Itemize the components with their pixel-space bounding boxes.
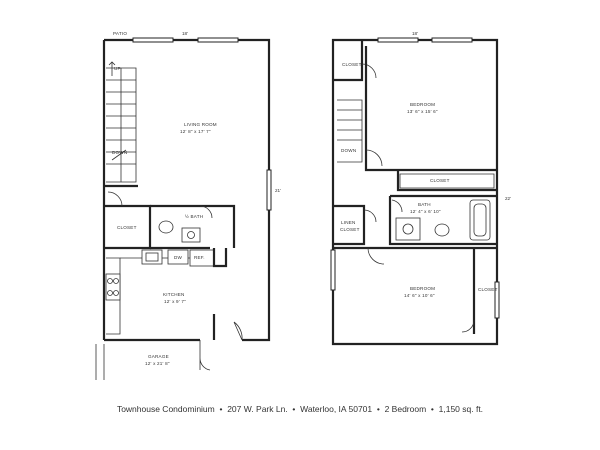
- dishwasher-fixture: [167, 249, 189, 265]
- first-floor-width-dim: 18': [182, 31, 188, 36]
- dishwasher-label: DW: [174, 255, 183, 260]
- bath-walls: [388, 194, 497, 246]
- garage-door-arc: [233, 321, 243, 341]
- stove-fixture: [105, 273, 121, 301]
- first-floor-plan: UP DOWN ½ BATH CLOSET DW REF.: [95, 31, 281, 380]
- second-floor-width-dim: 18': [412, 31, 418, 36]
- first-floor-outer-wall: [104, 38, 271, 342]
- garage-size: 12' x 21' 8": [145, 361, 170, 366]
- patio-door: [132, 37, 174, 43]
- bedroom-2-name: BEDROOM: [410, 286, 435, 291]
- second-floor-stairs-down-label: DOWN: [341, 148, 356, 153]
- closet-door-arc: [107, 191, 123, 207]
- caption-city: Waterloo, IA 50701: [300, 404, 373, 414]
- first-floor-closet-label: CLOSET: [117, 225, 137, 230]
- toilet-fixture: [158, 220, 174, 234]
- caption-bedrooms: 2 Bedroom: [384, 404, 427, 414]
- second-floor-top-window-1: [377, 37, 419, 43]
- bath-toilet-fixture: [434, 223, 450, 237]
- bedroom-1-walls: [364, 46, 497, 172]
- garage-name: GARAGE: [148, 354, 169, 359]
- garage-side-door-arc: [199, 340, 211, 371]
- caption-type: Townhouse Condominium: [116, 404, 215, 414]
- patio-label: PATIO: [113, 31, 127, 36]
- living-room-size: 12' 8" x 17' 7": [180, 129, 211, 134]
- top-window: [197, 37, 239, 43]
- first-floor-stairs: [106, 61, 137, 183]
- linen-closet-walls: [333, 204, 366, 246]
- second-floor-west-window: [330, 249, 336, 291]
- caption-area: 1,150 sq. ft.: [438, 404, 484, 414]
- closet-walls: [104, 204, 152, 250]
- caption-separator: •: [219, 404, 223, 414]
- linen-closet-label-1: LINEN: [341, 220, 356, 225]
- second-floor-plan: CLOSET BEDROOM 13' 6" x 15' 6" DOWN CLOS…: [330, 31, 511, 346]
- hall-closet-label: CLOSET: [430, 178, 450, 183]
- second-floor-stairs: [337, 99, 363, 163]
- caption-address: 207 W. Park Ln.: [227, 404, 288, 414]
- bedroom-2-size: 14' 6" x 10' 6": [404, 293, 435, 298]
- stairs-up-label: UP: [114, 66, 121, 71]
- half-bath-walls: [150, 204, 236, 248]
- garage-west-wall: [95, 344, 105, 380]
- bath-size: 12' 4" x 6' 10": [410, 209, 441, 214]
- caption-separator: •: [376, 404, 380, 414]
- linen-closet-label-2: CLOSET: [340, 227, 360, 232]
- bath-name: BATH: [418, 202, 431, 207]
- second-floor-east-window: [494, 281, 500, 319]
- second-floor-top-window-2: [431, 37, 473, 43]
- kitchen-name: KITCHEN: [163, 292, 185, 297]
- bath-door-arc: [199, 205, 213, 219]
- stairs-down-label: DOWN: [112, 150, 127, 155]
- refrigerator-label: REF.: [194, 255, 205, 260]
- caption-separator: •: [292, 404, 296, 414]
- first-floor-depth-dim: 21': [275, 188, 281, 193]
- hall-closet-walls: [396, 170, 497, 192]
- bedroom-1-name: BEDROOM: [410, 102, 435, 107]
- second-floor-depth-dim: 22': [505, 196, 511, 201]
- caption-separator: •: [430, 404, 434, 414]
- living-room-name: LIVING ROOM: [184, 122, 217, 127]
- listing-caption: Townhouse Condominium • 207 W. Park Ln. …: [0, 404, 600, 414]
- top-closet-walls: [333, 40, 364, 82]
- right-window: [266, 169, 272, 211]
- second-floor-outer-wall: [331, 38, 499, 346]
- side-closet-label: CLOSET: [478, 287, 498, 292]
- bedroom-1-size: 13' 6" x 15' 6": [407, 109, 438, 114]
- half-bath-label: ½ BATH: [185, 213, 203, 219]
- top-closet-label: CLOSET: [342, 62, 362, 67]
- kitchen-size: 12' x 9' 7": [164, 299, 186, 304]
- refrigerator-alcove: [212, 248, 228, 268]
